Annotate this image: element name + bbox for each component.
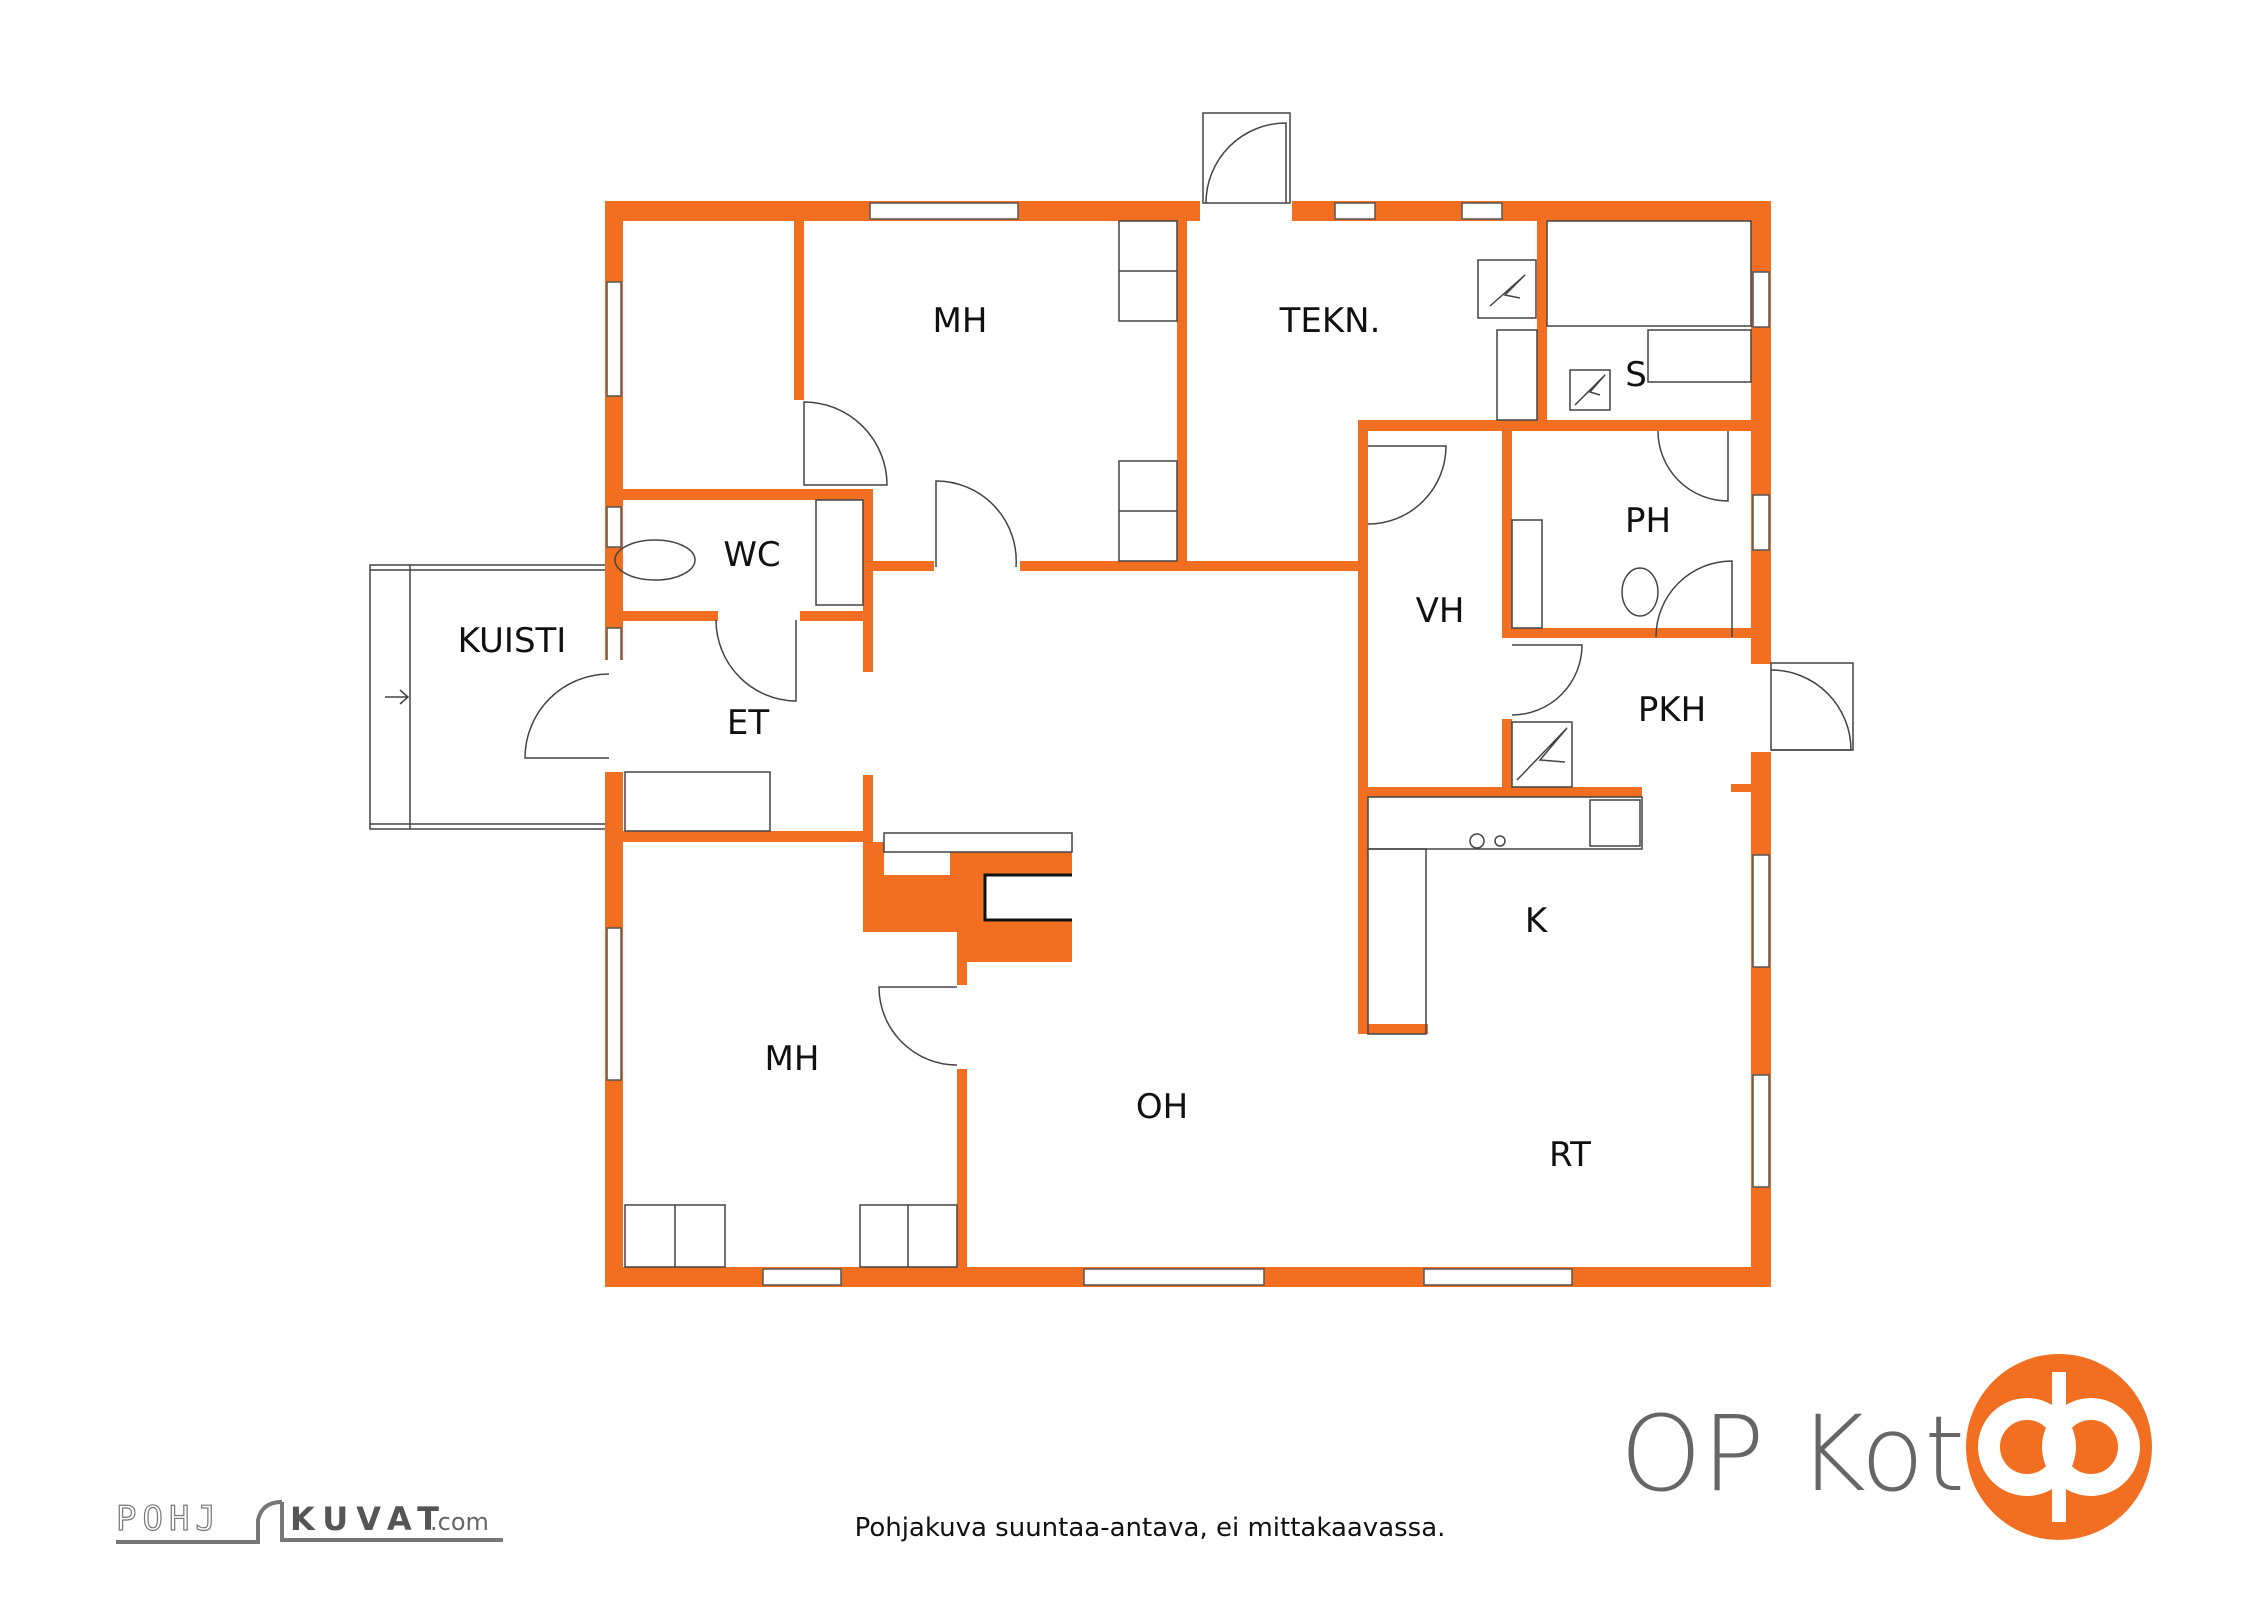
room-label-et: ET bbox=[727, 703, 769, 743]
door-vh bbox=[1367, 445, 1447, 525]
room-label-ph: PH bbox=[1625, 501, 1671, 541]
door-mh-top bbox=[803, 401, 888, 486]
porch bbox=[369, 564, 610, 830]
doors bbox=[524, 112, 1854, 1066]
stairs bbox=[1546, 220, 1752, 383]
arrow-icon bbox=[385, 689, 410, 705]
svg-text:POHJ: POHJ bbox=[116, 1499, 222, 1539]
door-mh-bottom bbox=[878, 986, 958, 1066]
room-label-mh-bottom: MH bbox=[765, 1039, 820, 1079]
windows bbox=[603, 199, 1773, 1286]
door-wc bbox=[715, 619, 797, 702]
room-label-k: K bbox=[1525, 901, 1549, 941]
room-label-wc: WC bbox=[723, 535, 780, 575]
room-label-tekn: TEKN. bbox=[1279, 301, 1381, 341]
op-koti-brand: OP Koti bbox=[1620, 1393, 1994, 1515]
pohjakuvat-logo: POHJ KUVAT .com bbox=[115, 1498, 503, 1544]
room-labels: MH TEKN. S WC PH VH KUISTI ET PKH K MH O… bbox=[458, 301, 1707, 1175]
wc-toilet bbox=[614, 539, 696, 581]
room-label-pkh: PKH bbox=[1638, 690, 1706, 730]
room-label-kuisti: KUISTI bbox=[458, 621, 567, 661]
disclaimer-caption: Pohjakuva suuntaa-antava, ei mittakaavas… bbox=[855, 1513, 1446, 1543]
op-logo-icon bbox=[1966, 1354, 2152, 1540]
room-label-rt: RT bbox=[1549, 1135, 1591, 1175]
room-label-oh: OH bbox=[1136, 1087, 1188, 1127]
svg-text:.com: .com bbox=[430, 1508, 489, 1536]
door-tekn-exterior bbox=[1205, 122, 1287, 204]
wc-sink bbox=[815, 499, 864, 606]
door-pkh bbox=[1511, 644, 1583, 716]
svg-text:KUVAT: KUVAT bbox=[290, 1500, 447, 1538]
door-ph-top bbox=[1657, 430, 1729, 502]
kitchen-counter bbox=[1367, 796, 1643, 850]
room-label-vh: VH bbox=[1416, 591, 1465, 631]
door-ph-bottom bbox=[1655, 560, 1733, 638]
ph-toilet bbox=[1621, 567, 1659, 617]
door-pkh-exterior bbox=[1770, 669, 1852, 751]
door-kuisti bbox=[524, 673, 610, 759]
fixtures bbox=[614, 220, 1752, 1268]
door-mh-top-2 bbox=[935, 480, 1017, 568]
room-label-mh-top: MH bbox=[933, 301, 988, 341]
appliance bbox=[1477, 259, 1537, 319]
room-label-s: S bbox=[1625, 355, 1647, 395]
